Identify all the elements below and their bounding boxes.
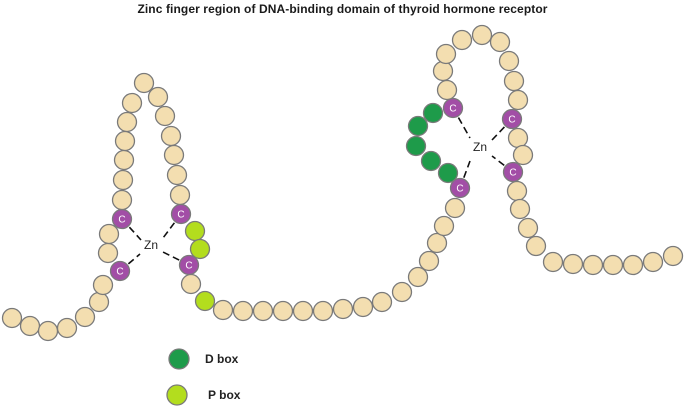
residue xyxy=(272,300,294,322)
cysteine-residue xyxy=(442,97,464,119)
cysteine-residue xyxy=(449,177,471,199)
residue xyxy=(582,254,604,276)
cysteine-label: C xyxy=(185,261,192,272)
legend: D box P box xyxy=(166,348,241,406)
residue xyxy=(506,180,528,202)
p-box-residue xyxy=(189,238,211,260)
d-box-residue xyxy=(420,150,442,172)
residue xyxy=(432,60,454,82)
residue xyxy=(163,144,185,166)
legend-p-box-label: P box xyxy=(208,388,241,402)
residue xyxy=(37,320,59,342)
cysteine-label: C xyxy=(449,104,456,115)
residue xyxy=(542,251,564,273)
residue xyxy=(371,291,393,313)
residue xyxy=(332,298,354,320)
cysteine-label: C xyxy=(116,267,123,278)
cysteine-label: C xyxy=(118,215,125,226)
residue xyxy=(116,111,138,133)
residue xyxy=(312,300,334,322)
residue xyxy=(19,315,41,337)
residue xyxy=(426,232,448,254)
residue xyxy=(212,299,234,321)
residue xyxy=(160,125,182,147)
residue xyxy=(133,72,155,94)
cysteine-residue xyxy=(170,203,192,225)
residue xyxy=(433,215,455,237)
residue xyxy=(489,31,511,53)
diagram-title: Zinc finger region of DNA-binding domain… xyxy=(137,2,548,16)
residue-chain: C C C C C C C C xyxy=(1,24,684,342)
d-box-residue xyxy=(437,162,459,184)
residue xyxy=(517,217,539,239)
residue xyxy=(451,29,473,51)
residue xyxy=(114,130,136,152)
residue xyxy=(147,86,169,108)
cysteine-label: C xyxy=(177,210,184,221)
residue xyxy=(503,70,525,92)
residue xyxy=(436,79,458,101)
residue xyxy=(232,300,254,322)
zinc-label-1: Zn xyxy=(144,238,158,252)
residue xyxy=(111,189,133,211)
cysteine-label: C xyxy=(509,168,516,179)
cysteine-residue xyxy=(502,161,524,183)
residue xyxy=(507,127,529,149)
residue xyxy=(166,164,188,186)
residue xyxy=(169,184,191,206)
residue xyxy=(180,273,202,295)
p-box-residue xyxy=(184,220,206,242)
legend-p-box-swatch xyxy=(166,384,188,406)
p-box-residue xyxy=(194,290,216,312)
residue xyxy=(507,89,529,111)
cysteine-residue xyxy=(501,108,523,130)
residue xyxy=(562,253,584,275)
residue xyxy=(112,169,134,191)
residue xyxy=(642,251,664,273)
residue xyxy=(512,144,534,166)
residue xyxy=(121,92,143,114)
residue xyxy=(56,317,78,339)
d-box-residue xyxy=(407,115,429,137)
residue xyxy=(113,149,135,171)
residue xyxy=(407,266,429,288)
legend-d-box-swatch xyxy=(168,348,190,370)
d-box-residue xyxy=(405,135,427,157)
legend-d-box-label: D box xyxy=(205,352,239,366)
d-box-residue xyxy=(422,102,444,124)
cysteine-label: C xyxy=(508,115,515,126)
residue xyxy=(154,105,176,127)
residue xyxy=(98,223,120,245)
residue xyxy=(435,43,457,65)
residue xyxy=(1,307,23,329)
residue xyxy=(352,296,374,318)
residue xyxy=(292,300,314,322)
residue xyxy=(622,254,644,276)
zinc-label-2: Zn xyxy=(473,140,487,154)
residue xyxy=(97,242,119,264)
residue xyxy=(92,274,114,296)
residue xyxy=(391,281,413,303)
residue xyxy=(418,250,440,272)
residue xyxy=(525,235,547,257)
cysteine-label: C xyxy=(456,184,463,195)
residue xyxy=(252,300,274,322)
residue xyxy=(471,24,493,46)
cysteine-residue xyxy=(109,260,131,282)
residue xyxy=(662,245,684,267)
residue xyxy=(444,197,466,219)
residue xyxy=(602,254,624,276)
residue xyxy=(74,306,96,328)
residue xyxy=(498,50,520,72)
residue xyxy=(509,198,531,220)
residue xyxy=(88,291,110,313)
zinc-labels: Zn Zn xyxy=(144,140,487,252)
